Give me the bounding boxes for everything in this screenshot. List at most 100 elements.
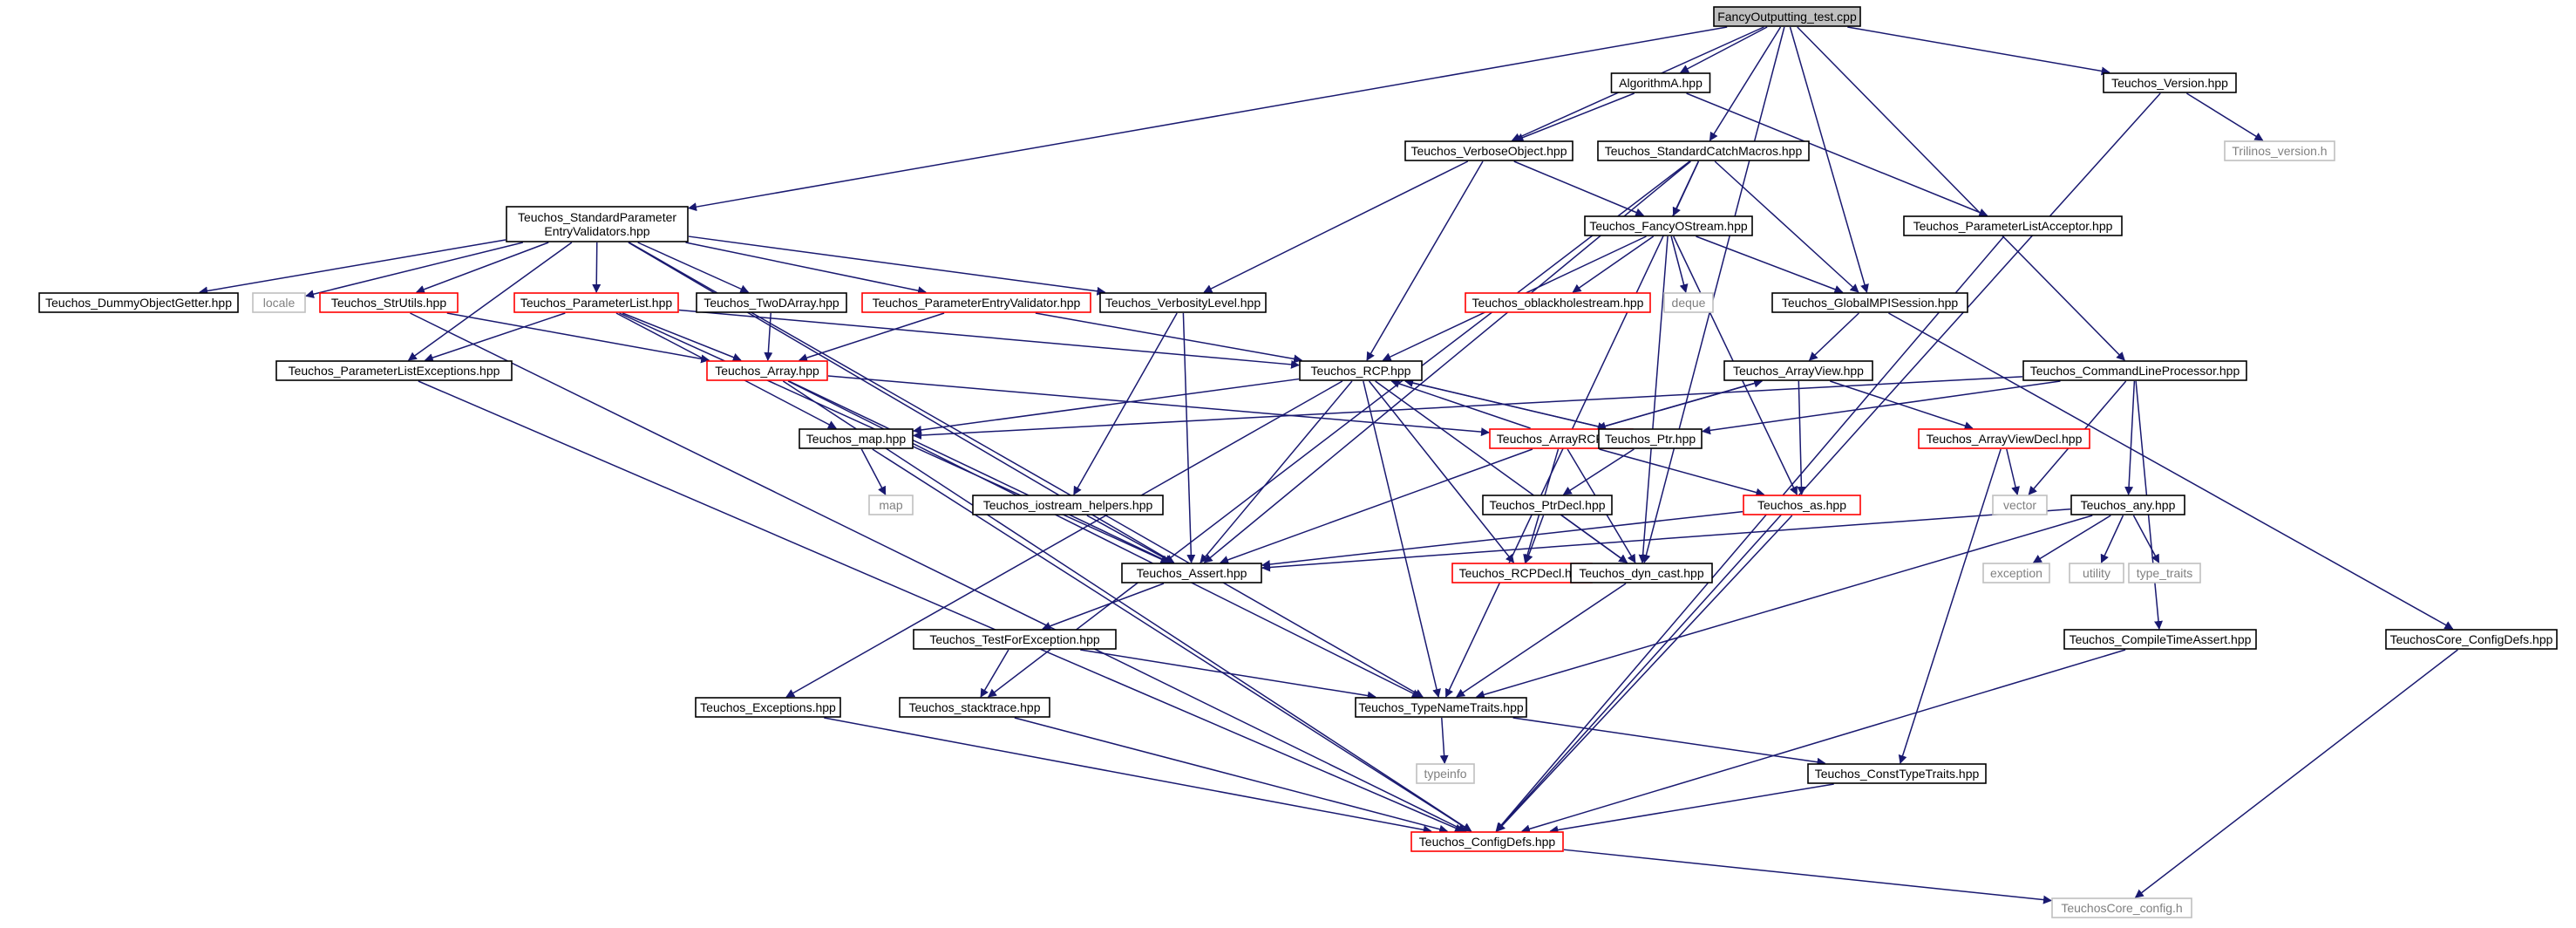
node-vector[interactable]: vector — [1992, 495, 2048, 515]
node-verbosity-level[interactable]: Teuchos_VerbosityLevel.hpp — [1099, 292, 1267, 313]
node-algorithma[interactable]: AlgorithmA.hpp — [1610, 72, 1711, 93]
node-config-defs[interactable]: Teuchos_ConfigDefs.hpp — [1410, 831, 1564, 852]
node-array-view[interactable]: Teuchos_ArrayView.hpp — [1723, 360, 1873, 381]
node-assert-hpp[interactable]: Teuchos_Assert.hpp — [1121, 563, 1262, 583]
node-catch-macros[interactable]: Teuchos_StandardCatchMacros.hpp — [1597, 140, 1810, 161]
node-label: Teuchos_ParameterListExceptions.hpp — [289, 364, 500, 378]
node-param-list-acceptor[interactable]: Teuchos_ParameterListAcceptor.hpp — [1903, 215, 2123, 236]
node-type-name-traits[interactable]: Teuchos_TypeNameTraits.hpp — [1355, 697, 1527, 718]
node-ptr[interactable]: Teuchos_Ptr.hpp — [1598, 428, 1703, 449]
node-label: type_traits — [2137, 566, 2193, 580]
node-label: Teuchos_Ptr.hpp — [1605, 432, 1696, 446]
node-as-hpp[interactable]: Teuchos_as.hpp — [1743, 495, 1861, 515]
edge-std-param-validators-to-two-d-array — [637, 242, 750, 293]
node-label: Teuchos_ArrayRCP.hpp — [1497, 432, 1627, 446]
node-exceptions[interactable]: Teuchos_Exceptions.hpp — [695, 697, 841, 718]
node-label: Teuchos_Version.hpp — [2111, 76, 2228, 90]
edge-verbosity-level-to-assert-hpp — [1182, 312, 1196, 563]
node-oblackhole[interactable]: Teuchos_oblackholestream.hpp — [1465, 292, 1651, 313]
node-std-param-validators[interactable]: Teuchos_StandardParameterEntryValidators… — [506, 206, 689, 242]
node-core-config-h[interactable]: TeuchosCore_config.h — [2051, 897, 2192, 918]
node-array-view-decl[interactable]: Teuchos_ArrayViewDecl.hpp — [1918, 428, 2090, 449]
node-iostream-helpers[interactable]: Teuchos_iostream_helpers.hpp — [972, 495, 1164, 515]
node-type-traits[interactable]: type_traits — [2128, 563, 2201, 583]
edge-ptr-to-rcp — [1404, 379, 1607, 429]
node-global-mpi[interactable]: Teuchos_GlobalMPISession.hpp — [1771, 292, 1968, 313]
node-ptr-decl[interactable]: Teuchos_PtrDecl.hpp — [1482, 495, 1613, 515]
edge-array-to-assert-hpp — [788, 380, 1171, 563]
edge-map-hpp-to-map — [860, 448, 887, 495]
node-trilinos-version[interactable]: Trilinos_version.h — [2224, 140, 2335, 161]
edge-fancy-test-to-catch-macros — [1709, 26, 1782, 141]
edge-verbose-object-to-rcp — [1366, 160, 1484, 361]
node-deque[interactable]: deque — [1663, 292, 1714, 313]
edge-as-hpp-to-config-defs — [1496, 515, 1793, 832]
edge-fancy-ostream-to-deque — [1670, 235, 1689, 293]
node-two-d-array[interactable]: Teuchos_TwoDArray.hpp — [696, 292, 847, 313]
node-box — [1099, 292, 1267, 313]
node-core-config-defs[interactable]: TeuchosCore_ConfigDefs.hpp — [2385, 629, 2558, 650]
edge-test-for-exception-to-type-name-traits — [1080, 649, 1376, 700]
node-box — [1299, 360, 1423, 381]
node-label: Teuchos_ConfigDefs.hpp — [1419, 835, 1556, 849]
edge-any-hpp-to-assert-hpp — [1261, 508, 2071, 572]
node-box — [913, 629, 1117, 650]
node-dyn-cast[interactable]: Teuchos_dyn_cast.hpp — [1570, 563, 1713, 583]
node-box — [1597, 140, 1810, 161]
edge-catch-macros-to-stacktrace — [987, 160, 1690, 698]
node-array[interactable]: Teuchos_Array.hpp — [706, 360, 828, 381]
node-typeinfo[interactable]: typeinfo — [1416, 763, 1475, 784]
node-verbose-object[interactable]: Teuchos_VerboseObject.hpp — [1404, 140, 1573, 161]
node-label: Teuchos_CommandLineProcessor.hpp — [2030, 364, 2240, 378]
node-box — [695, 697, 841, 718]
edge-stacktrace-to-config-defs — [1014, 717, 1449, 834]
node-label: Teuchos_RCPDecl.hpp — [1459, 566, 1586, 580]
node-box — [1771, 292, 1968, 313]
node-box — [275, 360, 513, 381]
node-map[interactable]: map — [868, 495, 914, 515]
node-fancy-ostream[interactable]: Teuchos_FancyOStream.hpp — [1584, 215, 1753, 236]
node-box — [2070, 495, 2185, 515]
edge-test-for-exception-to-stacktrace — [980, 649, 1009, 698]
edge-algorithma-to-param-list-acceptor — [1686, 92, 1988, 217]
node-label: locale — [263, 296, 296, 310]
edge-param-list-acceptor-to-config-defs — [1495, 235, 2005, 832]
node-any-hpp[interactable]: Teuchos_any.hpp — [2070, 495, 2185, 515]
node-label: deque — [1672, 296, 1706, 310]
node-box — [1570, 563, 1713, 583]
node-parameter-list[interactable]: Teuchos_ParameterList.hpp — [513, 292, 679, 313]
edge-array-view-decl-to-const-type-traits — [1898, 448, 2002, 764]
node-rcp[interactable]: Teuchos_RCP.hpp — [1299, 360, 1423, 381]
node-dummy-object-getter[interactable]: Teuchos_DummyObjectGetter.hpp — [38, 292, 239, 313]
node-fancy-test[interactable]: FancyOutputting_test.cpp — [1713, 6, 1861, 27]
node-box — [1121, 563, 1262, 583]
edge-any-hpp-to-type-traits — [2132, 515, 2160, 563]
node-exception[interactable]: exception — [1982, 563, 2050, 583]
node-box — [1416, 763, 1475, 784]
node-box — [868, 495, 914, 515]
node-param-list-exceptions[interactable]: Teuchos_ParameterListExceptions.hpp — [275, 360, 513, 381]
node-box — [1903, 215, 2123, 236]
node-label: TeuchosCore_config.h — [2061, 901, 2182, 915]
edge-std-param-validators-to-dummy-object-getter — [199, 239, 506, 296]
node-rcp-decl[interactable]: Teuchos_RCPDecl.hpp — [1451, 563, 1593, 583]
node-box — [252, 292, 306, 313]
node-utility[interactable]: utility — [2069, 563, 2124, 583]
node-version[interactable]: Teuchos_Version.hpp — [2103, 72, 2237, 93]
node-compile-time-assert[interactable]: Teuchos_CompileTimeAssert.hpp — [2063, 629, 2257, 650]
node-test-for-exception[interactable]: Teuchos_TestForException.hpp — [913, 629, 1117, 650]
edge-array-view-decl-to-vector — [2006, 448, 2020, 495]
edge-array-rcp-to-array-view — [1597, 379, 1764, 429]
node-box — [1743, 495, 1861, 515]
edge-map-hpp-to-config-defs — [872, 448, 1472, 832]
node-cmdline-processor[interactable]: Teuchos_CommandLineProcessor.hpp — [2022, 360, 2247, 381]
node-map-hpp[interactable]: Teuchos_map.hpp — [799, 428, 914, 449]
node-str-utils[interactable]: Teuchos_StrUtils.hpp — [319, 292, 459, 313]
node-param-entry-validator[interactable]: Teuchos_ParameterEntryValidator.hpp — [861, 292, 1091, 313]
node-const-type-traits[interactable]: Teuchos_ConstTypeTraits.hpp — [1807, 763, 1987, 784]
node-label: Teuchos_ArrayView.hpp — [1733, 364, 1864, 378]
node-label: Teuchos_oblackholestream.hpp — [1472, 296, 1644, 310]
node-locale[interactable]: locale — [252, 292, 306, 313]
node-stacktrace[interactable]: Teuchos_stacktrace.hpp — [899, 697, 1050, 718]
